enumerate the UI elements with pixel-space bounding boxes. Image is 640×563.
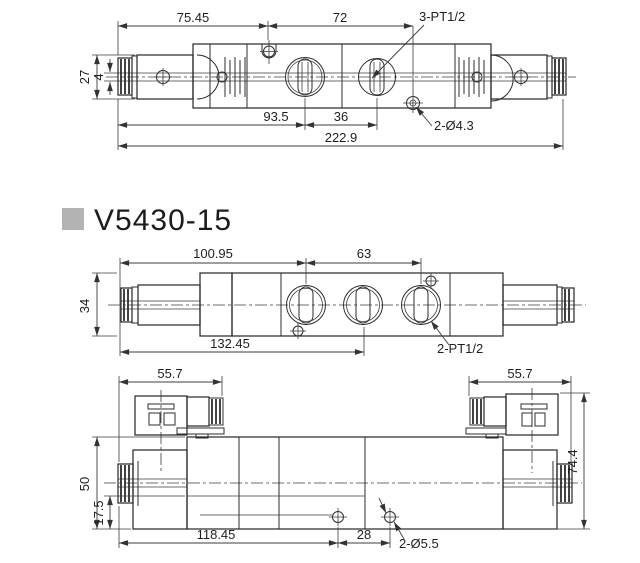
middle-view: 100.95 63 34 132.45 2-PT1/2: [77, 246, 586, 356]
dim-mount-hole-spacing: 72: [333, 10, 347, 25]
connector-base: [176, 427, 225, 435]
port-1: [285, 57, 325, 97]
dim-body-height: 50: [77, 477, 92, 491]
mount-hole: [423, 273, 439, 289]
dim-connector-width-left: 55.7: [157, 366, 182, 381]
din-connector-right: [465, 393, 559, 439]
middle-view-dimensions: 100.95 63 34 132.45 2-PT1/2: [77, 246, 483, 356]
dim-body-height: 34: [77, 299, 92, 313]
dim-left-to-port1: 93.5: [263, 109, 288, 124]
dim-hole-spacing: 28: [357, 527, 371, 542]
solenoid-left: [120, 272, 233, 337]
dim-port-spacing: 36: [334, 109, 348, 124]
top-view: 75.45 72 27 4 93.5 36 222.9 3-PT1/2 2-Ø4…: [77, 9, 576, 150]
dim-left-to-port2: 132.45: [210, 336, 250, 351]
dim-left-to-port1: 100.95: [193, 246, 233, 261]
port-1: [286, 285, 326, 325]
dim-left-to-hole1: 118.45: [197, 527, 236, 542]
dim-outer-port-spacing: 63: [357, 246, 371, 261]
port-3: [401, 285, 441, 325]
dim-solenoid-height: 27: [77, 70, 92, 84]
solenoid-right: [502, 284, 575, 326]
solenoid-right: [502, 449, 573, 530]
dim-armature-width: 4: [91, 73, 106, 80]
dim-connector-width-right: 55.7: [507, 366, 532, 381]
dim-overall-height: 74.4: [565, 449, 580, 474]
valve-body: [231, 272, 504, 339]
label-ports-top: 3-PT1/2: [419, 9, 465, 24]
label-mount-holes-top: 2-Ø4.3: [434, 118, 474, 133]
label-ports-middle: 2-PT1/2: [437, 341, 483, 356]
valve-body: [192, 40, 492, 113]
bottom-view-dimensions: 55.7 55.7 50 17.5 74.4 118.45 28 2-Ø5.5: [77, 366, 590, 551]
solenoid-right: [490, 54, 567, 102]
top-view-dimensions: 75.45 72 27 4 93.5 36 222.9 3-PT1/2 2-Ø4…: [77, 9, 564, 150]
din-connector-left: [134, 395, 225, 439]
bullet-square: [62, 208, 84, 230]
model-label: V5430-15: [62, 204, 232, 237]
mount-hole: [329, 508, 347, 526]
bottom-view: 55.7 55.7 50 17.5 74.4 118.45 28 2-Ø5.5: [77, 366, 590, 551]
label-mount-holes-bottom: 2-Ø5.5: [399, 536, 439, 551]
port-2: [343, 285, 383, 325]
solenoid-left: [117, 449, 188, 530]
dim-port-line-offset: 17.5: [91, 500, 106, 525]
mount-notch: [260, 40, 278, 64]
mount-hole: [381, 508, 399, 526]
mount-hole: [290, 323, 306, 339]
dim-left-to-mount-hole: 75.45: [177, 10, 210, 25]
model-number: V5430-15: [94, 204, 232, 237]
solenoid-left: [117, 54, 194, 100]
dim-overall-length: 222.9: [325, 130, 358, 145]
screw-icon: [471, 71, 483, 83]
connector-base: [465, 427, 507, 435]
mount-hole: [403, 93, 423, 113]
screw-icon: [216, 71, 228, 83]
